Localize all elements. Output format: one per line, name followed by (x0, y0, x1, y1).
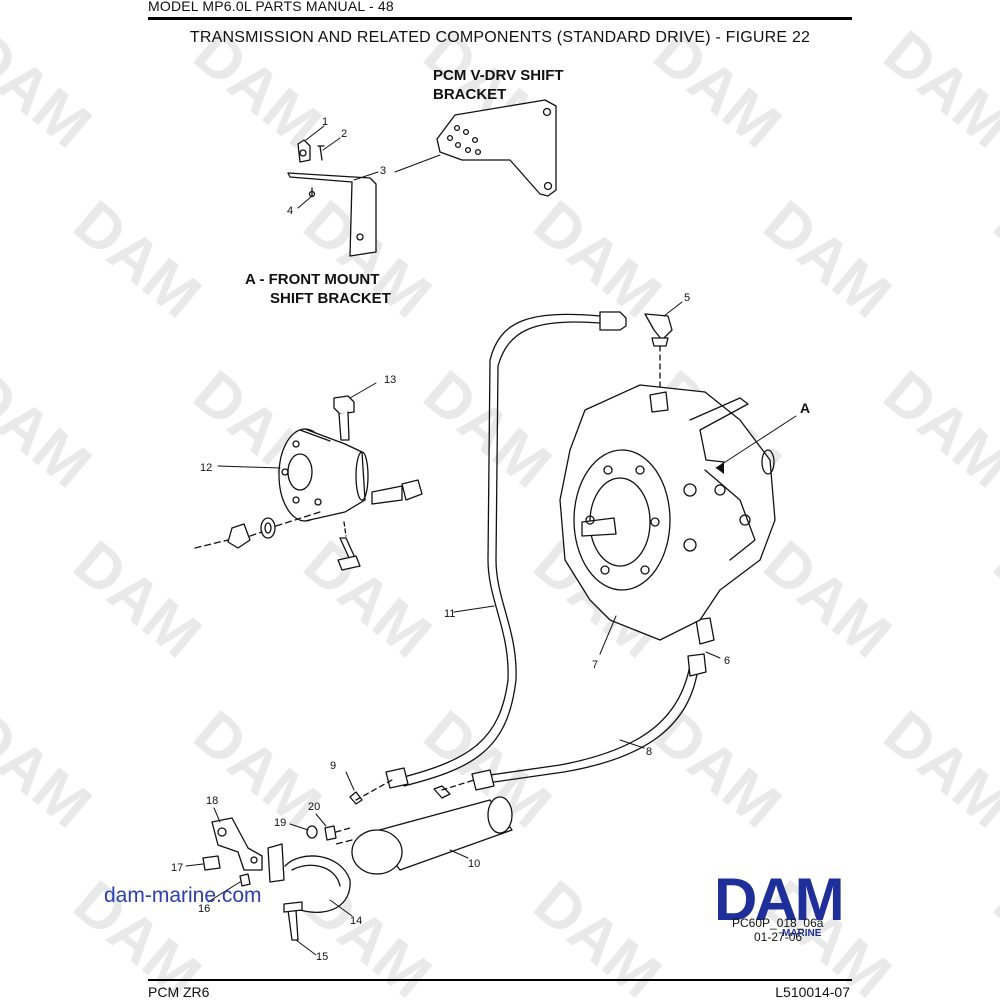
footer-doc-number: L510014-07 (775, 984, 850, 1000)
part-number-19: 19 (274, 817, 286, 829)
part-number-6: 6 (724, 655, 730, 667)
part-number-15: 15 (316, 951, 328, 963)
part-number-11: 11 (444, 608, 455, 620)
part-number-2: 2 (341, 128, 347, 140)
dam-logo: DAM (714, 866, 845, 933)
part-number-13: 13 (384, 374, 396, 386)
part-number-18: 18 (206, 795, 218, 807)
part-number-17: 17 (171, 862, 183, 874)
vdrv-bracket-label: PCM V-DRV SHIFT BRACKET (433, 67, 564, 103)
cooler-hose-drawing (399, 311, 673, 787)
part-number-4: 4 (287, 205, 293, 217)
front-mount-bracket-label: A - FRONT MOUNT SHIFT BRACKET (245, 271, 391, 307)
part-number-20: 20 (308, 801, 320, 813)
header-rule (148, 17, 852, 20)
callout-a: A (800, 400, 810, 416)
transmission-cooler-drawing (335, 779, 513, 875)
clamp-bolt-drawing (194, 479, 423, 571)
cooler-bracket-drawing (202, 817, 351, 941)
figure-title: TRANSMISSION AND RELATED COMPONENTS (STA… (189, 29, 811, 46)
front-mount-bracket-drawing (287, 139, 377, 257)
return-hose-drawing (385, 617, 715, 791)
site-watermark: dam-marine.com (104, 884, 262, 907)
leader-lines (185, 125, 797, 956)
set-screw-top-drawing (333, 395, 355, 441)
footer-rule (148, 979, 852, 981)
part-number-8: 8 (646, 746, 652, 758)
flange-coupling-drawing (278, 428, 369, 522)
footer-model: PCM ZR6 (148, 984, 210, 1000)
part-number-callouts: 1 2 3 4 5 6 7 8 9 10 11 12 13 14 15 16 1… (171, 116, 810, 963)
page-header-title: MODEL MP6.0L PARTS MANUAL - 48 (148, 0, 394, 14)
part-number-12: 12 (200, 462, 212, 474)
part-number-16: 16 (198, 903, 210, 915)
part-number-3: 3 (380, 165, 386, 177)
part-number-14: 14 (350, 915, 362, 927)
part-number-9: 9 (330, 760, 336, 772)
part-number-10: 10 (468, 858, 480, 870)
vdrv-shift-bracket-drawing (436, 99, 557, 197)
part-number-1: 1 (322, 116, 328, 128)
part-number-7: 7 (592, 659, 598, 671)
drawing-code: PC60P_018_06a (732, 916, 824, 930)
part-number-5: 5 (684, 292, 690, 304)
drawing-date: 01-27-06 (754, 930, 803, 944)
transmission-drawing (559, 384, 776, 641)
dam-logo-subtitle: MARINE (782, 928, 822, 939)
